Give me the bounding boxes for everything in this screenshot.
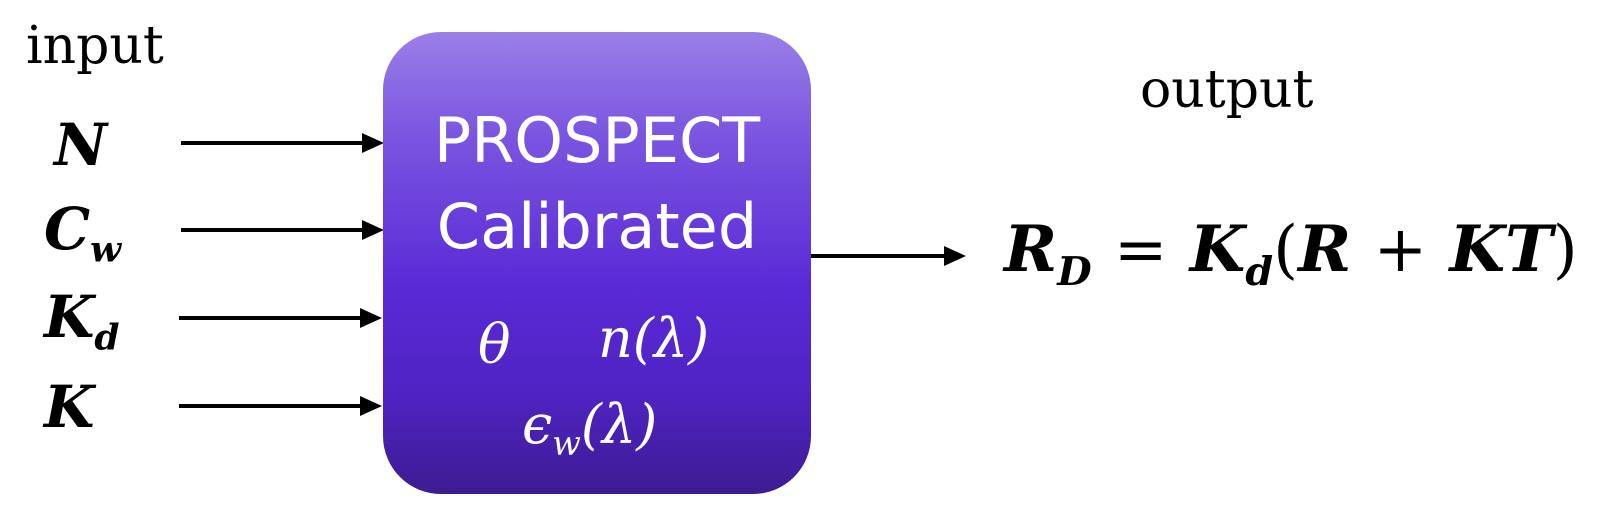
arrow-output-head (944, 246, 966, 266)
param-epsilon-sub: w (552, 423, 581, 463)
eq-r: R (1298, 212, 1352, 287)
output-title: output (1140, 60, 1314, 120)
arrow-k-head (360, 396, 382, 416)
input-k: K (44, 378, 94, 447)
input-cw-sub: w (90, 228, 122, 271)
eq-plus: + (1373, 213, 1428, 287)
param-epsilon-symbol: ϵ (522, 393, 553, 456)
input-kd-sub: d (94, 316, 120, 359)
input-cw-symbol: C (44, 195, 91, 263)
input-n: N (54, 116, 107, 185)
eq-k-sub: d (1245, 248, 1274, 295)
input-title: input (26, 16, 164, 76)
prospect-process-box (383, 32, 811, 494)
param-epsilon-w: ϵw(λ) (522, 398, 657, 460)
param-n-lambda: n(λ) (598, 307, 710, 370)
process-subtitle: Calibrated (436, 190, 758, 263)
input-kd-symbol: K (44, 283, 95, 351)
eq-open-paren: ( (1273, 213, 1299, 287)
eq-close-paren: ) (1552, 213, 1578, 287)
arrow-n-head (362, 133, 384, 153)
input-arrows (179, 133, 384, 416)
input-k-symbol: K (44, 373, 95, 441)
eq-lhs: R (1004, 212, 1058, 287)
input-cw: Cw (44, 200, 121, 269)
eq-lhs-sub: D (1057, 248, 1092, 295)
eq-k: K (1189, 212, 1246, 287)
input-kd: Kd (44, 288, 120, 357)
arrow-kd-head (360, 308, 382, 328)
param-theta: θ (478, 313, 511, 376)
arrow-cw-head (362, 220, 384, 240)
param-epsilon-arg: (λ) (580, 393, 658, 456)
eq-equals: = (1113, 213, 1168, 287)
process-title: PROSPECT (433, 104, 761, 177)
output-equation: RD = Kd(R + KT) (1004, 218, 1578, 293)
input-n-symbol: N (54, 111, 108, 179)
eq-kt: KT (1449, 212, 1553, 287)
